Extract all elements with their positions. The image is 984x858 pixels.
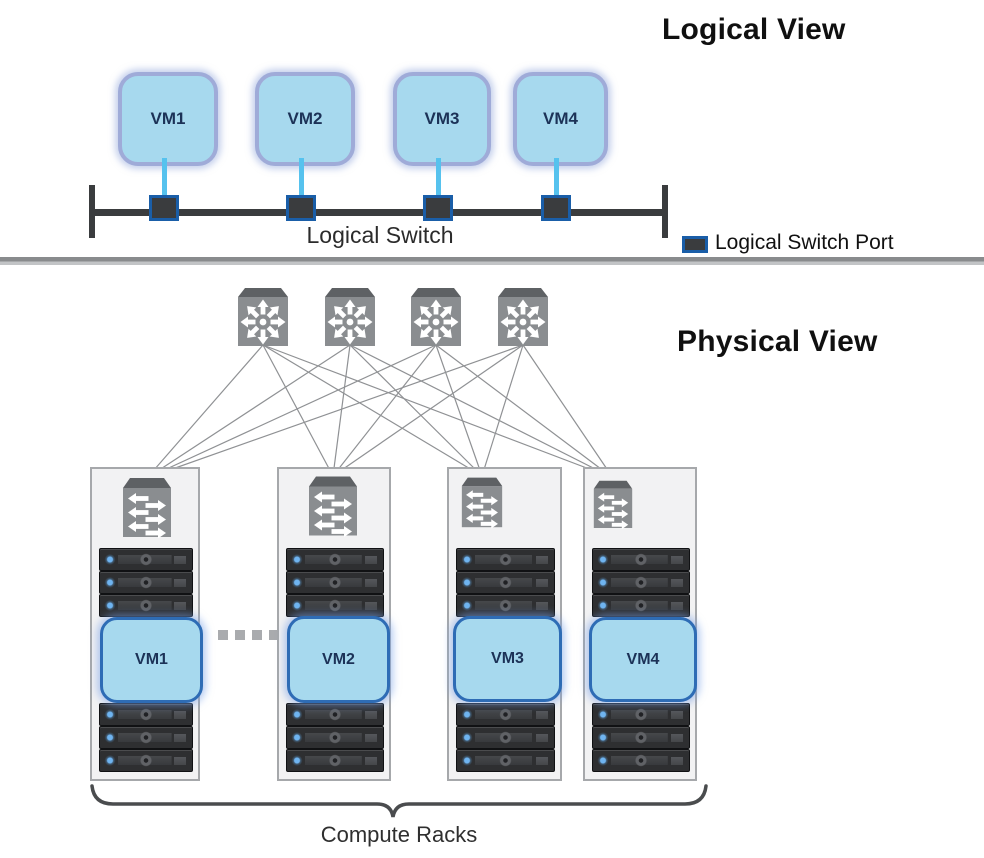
- vm1-uplink-line: [162, 158, 167, 198]
- server-unit: [99, 703, 193, 726]
- server-unit: [456, 726, 555, 749]
- server-unit: [99, 571, 193, 594]
- server-unit: [99, 594, 193, 617]
- logical-vm1-box: VM1: [118, 72, 218, 166]
- logical-switch-port-legend-icon: [682, 236, 708, 253]
- compute-racks-caption: Compute Racks: [320, 822, 478, 847]
- server-unit: [99, 749, 193, 772]
- server-unit: [286, 749, 384, 772]
- rack3-vm-label: VM3: [491, 650, 524, 667]
- bus-left-cap: [89, 185, 95, 238]
- server-unit: [456, 703, 555, 726]
- rack2-vm-label: VM2: [322, 650, 355, 668]
- logical-vm1-label: VM1: [150, 109, 186, 128]
- vm3-uplink-line: [436, 158, 441, 198]
- server-unit: [592, 749, 690, 772]
- bus-right-cap: [662, 185, 668, 238]
- server-unit: [99, 726, 193, 749]
- server-unit: [286, 703, 384, 726]
- logical-vm3-label: VM3: [424, 109, 460, 128]
- server-unit: [456, 749, 555, 772]
- server-unit: [99, 548, 193, 571]
- server-unit: [592, 548, 690, 571]
- logical-vm4-box: VM4: [513, 72, 608, 166]
- switch-port-3-icon: [423, 195, 453, 221]
- server-unit: [592, 703, 690, 726]
- server-unit: [286, 571, 384, 594]
- vm2-uplink-line: [299, 158, 304, 198]
- legend-label: Logical Switch Port: [715, 231, 894, 254]
- rack4-vm-label: VM4: [626, 650, 660, 668]
- logical-view-title: Logical View: [662, 13, 846, 46]
- server-unit: [592, 571, 690, 594]
- logical-vm4-label: VM4: [543, 109, 578, 128]
- rack3-vm-box: VM3: [453, 616, 562, 702]
- rack1-vm-box: VM1: [100, 617, 203, 703]
- logical-vm2-box: VM2: [255, 72, 355, 166]
- rack2-vm-box: VM2: [287, 616, 390, 703]
- switch-port-1-icon: [149, 195, 179, 221]
- server-unit: [286, 726, 384, 749]
- server-unit: [592, 726, 690, 749]
- physical-view-title: Physical View: [677, 325, 878, 358]
- server-unit: [286, 548, 384, 571]
- switch-port-2-icon: [286, 195, 316, 221]
- rack1-vm-label: VM1: [135, 651, 168, 668]
- server-unit: [456, 594, 555, 617]
- logical-vm3-box: VM3: [393, 72, 491, 166]
- vm4-uplink-line: [554, 158, 559, 198]
- server-unit: [592, 594, 690, 617]
- switch-port-4-icon: [541, 195, 571, 221]
- view-divider: [0, 257, 984, 265]
- logical-vm2-label: VM2: [287, 109, 323, 128]
- logical-switch-label: Logical Switch: [306, 222, 454, 248]
- server-unit: [456, 571, 555, 594]
- server-unit: [456, 548, 555, 571]
- logical-switch-bus-line: [92, 209, 668, 216]
- rack4-vm-box: VM4: [589, 617, 697, 702]
- continuation-dashes: [218, 630, 281, 640]
